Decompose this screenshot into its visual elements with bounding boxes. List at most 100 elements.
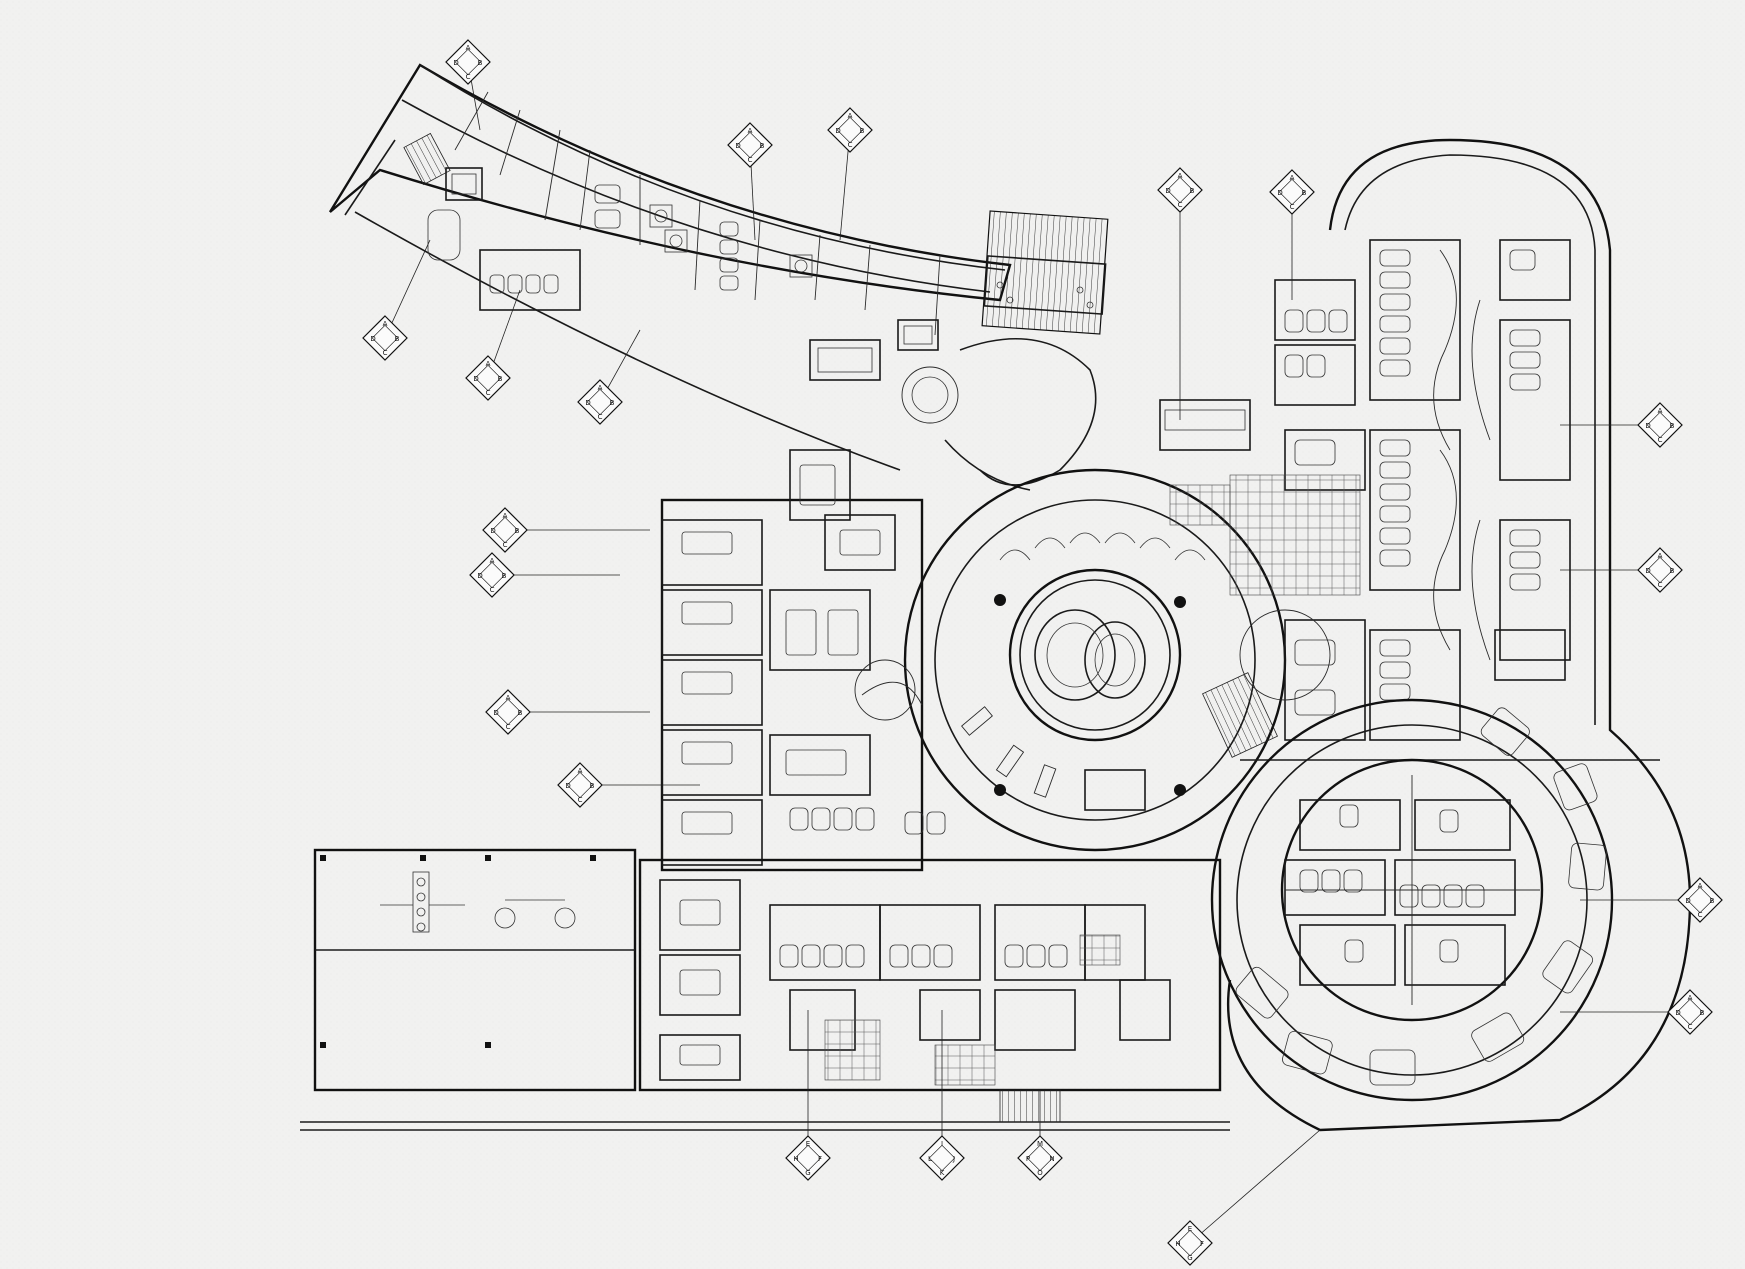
tag-inner-square — [836, 116, 864, 144]
tag-letter: C — [848, 141, 853, 149]
tag-letter: L — [928, 1155, 932, 1163]
tag-inner-square — [1278, 178, 1306, 206]
tag-letter: A — [1698, 882, 1703, 890]
tag-letter: A — [503, 512, 508, 520]
tag-letter: B — [515, 527, 520, 535]
tag-letter: B — [498, 375, 503, 383]
tag-letter: G — [1187, 1254, 1192, 1262]
tag-letter: C — [1658, 581, 1663, 589]
tag-inner-square — [928, 1144, 956, 1172]
tag-letter: D — [735, 142, 740, 150]
tag-letter: C — [1698, 911, 1703, 919]
tag-diamond — [557, 762, 603, 808]
tag-inner-square — [1646, 411, 1674, 439]
tag-letter: C — [748, 156, 753, 164]
tag-letter: D — [1685, 897, 1690, 905]
tag-inner-square — [454, 48, 482, 76]
tag-letter: C — [1688, 1023, 1693, 1031]
tag-letter: I — [941, 1140, 943, 1148]
tag-letter: D — [473, 375, 478, 383]
tag-diamond — [785, 1135, 831, 1181]
tag-letter: F — [1200, 1240, 1204, 1248]
tag-letter: O — [1037, 1169, 1043, 1177]
tag-letter: D — [1645, 422, 1650, 430]
tag-letter: D — [1675, 1009, 1680, 1017]
tag-letter: G — [805, 1169, 810, 1177]
tag-letter: M — [1037, 1140, 1043, 1148]
tag-letter: A — [598, 384, 603, 392]
tag-letter: F — [818, 1155, 822, 1163]
tag-leader-line — [1189, 1129, 1321, 1244]
tag-diamond — [482, 507, 528, 553]
tag-inner-square — [491, 516, 519, 544]
tag-letter: K — [940, 1169, 945, 1177]
tag-diamond — [827, 107, 873, 153]
tag-letter: B — [1670, 567, 1675, 575]
tag-letter: C — [1658, 436, 1663, 444]
tag-diamond — [445, 39, 491, 85]
tag-letter: B — [478, 59, 483, 67]
tag-diamond — [1167, 1220, 1213, 1266]
tag-letter: D — [1645, 567, 1650, 575]
tag-letter: B — [610, 399, 615, 407]
tag-letter: N — [1049, 1155, 1054, 1163]
tag-diamond — [1157, 167, 1203, 213]
tag-inner-square — [478, 561, 506, 589]
tag-letter: C — [506, 723, 511, 731]
tag-letter: E — [1188, 1225, 1192, 1233]
tag-letter: A — [486, 360, 491, 368]
tag-letter: C — [383, 349, 388, 357]
tag-letter: A — [506, 694, 511, 702]
tag-diamond — [469, 552, 515, 598]
tag-letter: A — [578, 767, 583, 775]
tag-letter: A — [748, 127, 753, 135]
tag-letter: C — [486, 389, 491, 397]
tag-letter: B — [860, 127, 865, 135]
tag-letter: C — [466, 73, 471, 81]
tag-letter: D — [490, 527, 495, 535]
tag-letter: A — [1658, 407, 1663, 415]
tag-letter: D — [835, 127, 840, 135]
tag-inner-square — [1686, 886, 1714, 914]
tag-diamond — [1637, 547, 1683, 593]
tag-letter: B — [1670, 422, 1675, 430]
central-hatched-roof — [981, 210, 1109, 335]
tag-diamond — [362, 315, 408, 361]
tag-letter: A — [848, 112, 853, 120]
tag-letter: P — [1026, 1155, 1030, 1163]
tag-letter: D — [453, 59, 458, 67]
tag-letter: C — [503, 541, 508, 549]
northwest-curved-wing — [328, 63, 1012, 471]
tag-inner-square — [794, 1144, 822, 1172]
tag-letter: D — [370, 335, 375, 343]
tag-diamond — [485, 689, 531, 735]
tag-diamond — [1637, 402, 1683, 448]
east-wing — [1159, 138, 1692, 1132]
tag-letter: H — [793, 1155, 798, 1163]
tag-diamond — [465, 355, 511, 401]
tag-inner-square — [1676, 998, 1704, 1026]
tag-letter: A — [1658, 552, 1663, 560]
tag-letter: D — [585, 399, 590, 407]
tag-letter: B — [1190, 187, 1195, 195]
tag-inner-square — [736, 131, 764, 159]
tag-letter: H — [1175, 1240, 1180, 1248]
tag-letter: D — [1277, 189, 1282, 197]
tag-letter: A — [490, 557, 495, 565]
tag-letter: B — [395, 335, 400, 343]
tag-letter: A — [383, 320, 388, 328]
